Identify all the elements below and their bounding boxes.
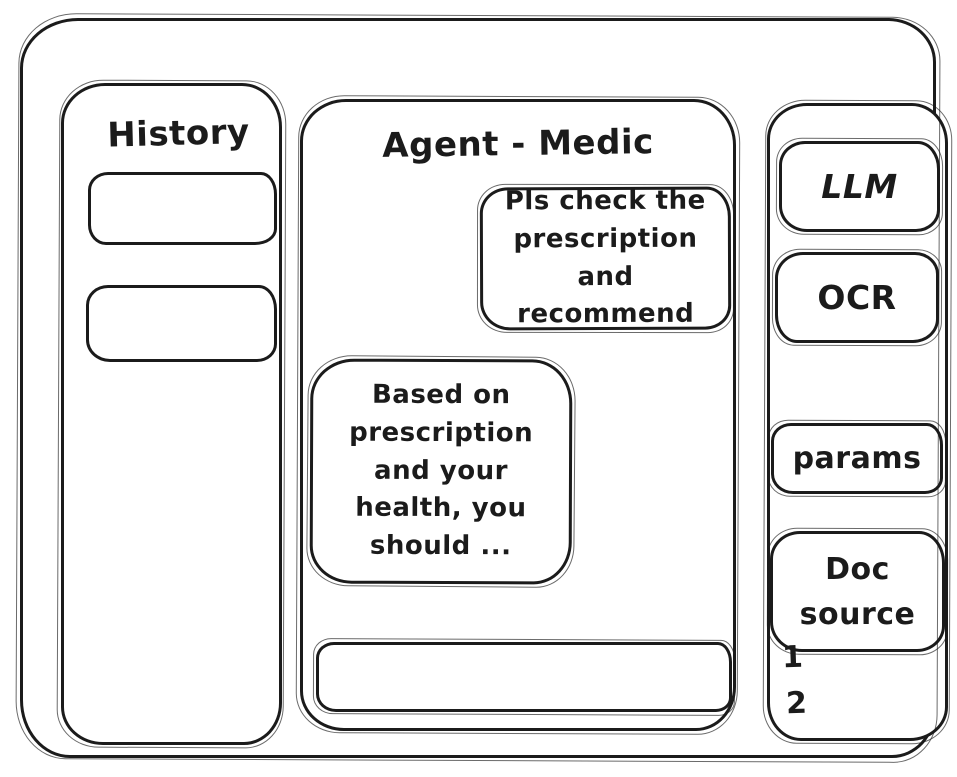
doc-source-item-2[interactable]: 2: [785, 685, 808, 722]
history-panel-title: History: [106, 111, 251, 156]
chat-message-assistant-text: Based on prescription and your health, y…: [349, 380, 534, 562]
tools-panel: LLM OCR params Doc source 1 2: [767, 103, 948, 741]
chat-message-user: Pls check the prescription and recommend: [479, 186, 732, 331]
ocr-button[interactable]: OCR: [775, 252, 939, 343]
history-panel: History: [61, 83, 282, 745]
doc-source-button-label: Doc source: [799, 551, 916, 632]
chat-panel-title: Agent - Medic: [381, 122, 655, 166]
history-item[interactable]: [86, 285, 277, 362]
chat-message-user-text: Pls check the prescription and recommend: [504, 185, 706, 330]
doc-source-item-1[interactable]: 1: [781, 639, 804, 676]
llm-button[interactable]: LLM: [779, 141, 940, 232]
chat-message-assistant: Based on prescription and your health, y…: [309, 358, 573, 585]
doc-source-button[interactable]: Doc source: [770, 531, 945, 652]
chat-panel: Agent - Medic Pls check the prescription…: [300, 99, 736, 731]
chat-input[interactable]: [316, 642, 732, 712]
params-button[interactable]: params: [771, 423, 943, 494]
app-window-frame: History Agent - Medic Pls check the pres…: [20, 18, 948, 758]
history-item[interactable]: [88, 172, 277, 245]
